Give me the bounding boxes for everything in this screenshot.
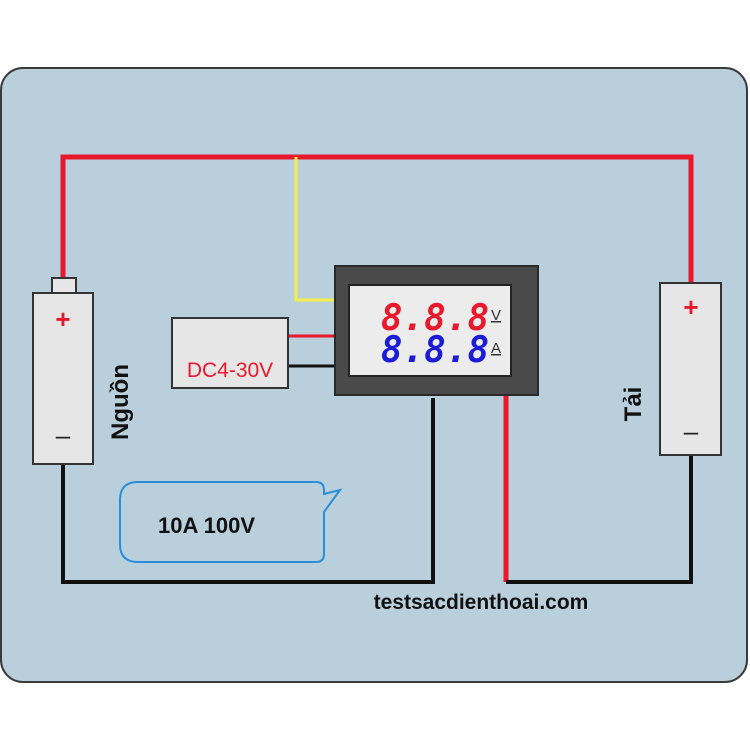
source-plus-sign: + bbox=[55, 304, 70, 334]
load-device: + – bbox=[659, 282, 722, 456]
red-wire-top bbox=[60, 154, 694, 283]
load-body bbox=[659, 282, 722, 456]
supply-box bbox=[171, 317, 289, 389]
source-label: Nguồn bbox=[107, 364, 134, 440]
current-display: 8.8.8 bbox=[381, 330, 489, 371]
source-minus-sign: – bbox=[56, 420, 71, 450]
website-label: testsacdienthoai.com bbox=[374, 591, 589, 614]
supply-voltage-label: DC4-30V bbox=[187, 359, 273, 382]
voltage-display: 8.8.8 bbox=[381, 298, 489, 339]
meter-screen bbox=[348, 284, 512, 377]
source-battery: + – bbox=[32, 277, 94, 465]
load-minus-sign: – bbox=[684, 416, 699, 446]
load-label: Tải bbox=[620, 387, 647, 422]
callout-bubble bbox=[119, 481, 343, 563]
voltage-unit: V bbox=[491, 307, 501, 324]
callout-text: 10A 100V bbox=[158, 513, 255, 538]
current-unit: A bbox=[491, 340, 501, 357]
yellow-sense-wire bbox=[294, 157, 336, 302]
load-plus-sign: + bbox=[683, 292, 698, 322]
battery-body bbox=[32, 292, 94, 465]
black-wire-source-to-meter bbox=[61, 398, 435, 584]
volt-amp-meter: 8.8.8 V 8.8.8 A bbox=[334, 265, 539, 396]
